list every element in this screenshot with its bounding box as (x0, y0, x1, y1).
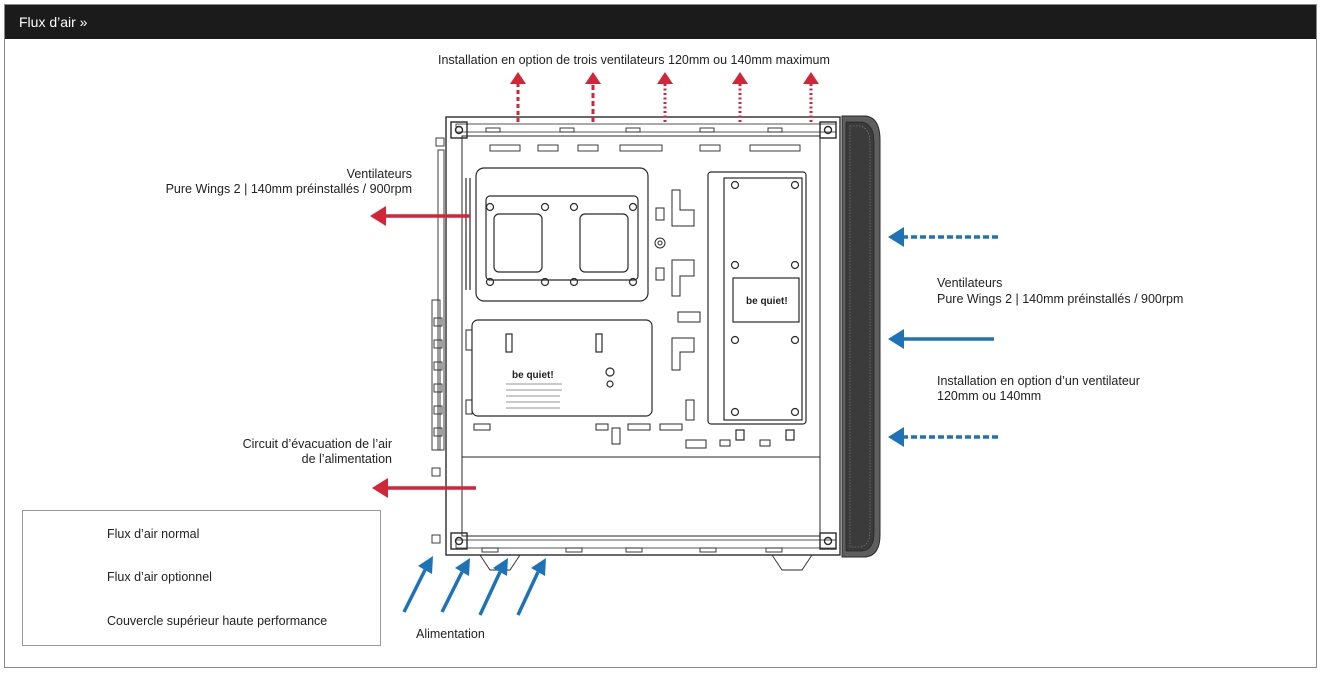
corner-bl (450, 532, 468, 550)
front-fans-label-line2: Pure Wings 2 | 140mm préinstallés / 900r… (937, 292, 1184, 306)
fan-window-right (579, 213, 629, 273)
rear-io (431, 137, 445, 544)
top-exhaust-arrows (516, 80, 813, 122)
mb-tray-cutouts (465, 189, 771, 449)
front-optional-label-line1: Installation en option d’un ventilateur (937, 374, 1140, 388)
drive-cage (707, 171, 807, 441)
cage-logo: be quiet! (746, 296, 788, 307)
case-inner-frame (461, 135, 821, 537)
board-logo: be quiet! (512, 370, 554, 381)
legend-optional-label: Flux d’air optionnel (107, 570, 212, 584)
panel-title: Flux d’air » (19, 14, 88, 30)
psu-intake-label: Alimentation (416, 627, 485, 641)
bottom-vents (479, 547, 813, 571)
psu-exhaust-label-line2: de l’alimentation (301, 452, 392, 466)
case-outer-frame (445, 116, 841, 556)
legend: Flux d’air normal Flux d’air optionnel C… (22, 510, 381, 646)
front-intake-arrows (888, 227, 998, 447)
front-mesh-panel (841, 115, 881, 558)
corner-tl (450, 121, 468, 139)
rear-fan-label-line2: Pure Wings 2 | 140mm préinstallés / 900r… (165, 182, 412, 196)
pc-case (431, 116, 841, 571)
cage-badge (732, 277, 800, 323)
top-vents (485, 127, 801, 152)
fan-window-left (493, 213, 543, 273)
psu-arrow-3 (478, 571, 502, 616)
corner-br (819, 532, 837, 550)
rear-fan-label-line1: Ventilateurs (346, 167, 412, 181)
front-fans-label-line1: Ventilateurs (937, 276, 1003, 290)
psu-arrow-1 (402, 569, 427, 613)
header-bar: Flux d’air » (5, 5, 1316, 39)
rear-plate (471, 319, 653, 417)
front-optional-label-line2: 120mm ou 140mm (937, 389, 1042, 403)
rear-exhaust-arrow (370, 206, 470, 226)
psu-arrow-4 (516, 571, 540, 616)
legend-top-cover-label: Couvercle supérieur haute performance (107, 614, 328, 628)
psu-exhaust-label-line1: Circuit d’évacuation de l’air (242, 437, 392, 451)
corner-tr (819, 121, 837, 139)
psu-intake-arrows (402, 569, 540, 616)
legend-normal-label: Flux d’air normal (107, 527, 200, 541)
psu-arrow-2 (440, 571, 464, 613)
rear-fan-bracket (465, 167, 649, 302)
psu-exhaust-arrow (372, 478, 476, 498)
bottom-rail (455, 539, 837, 549)
top-fans-label: Installation en option de trois ventilat… (438, 53, 830, 67)
